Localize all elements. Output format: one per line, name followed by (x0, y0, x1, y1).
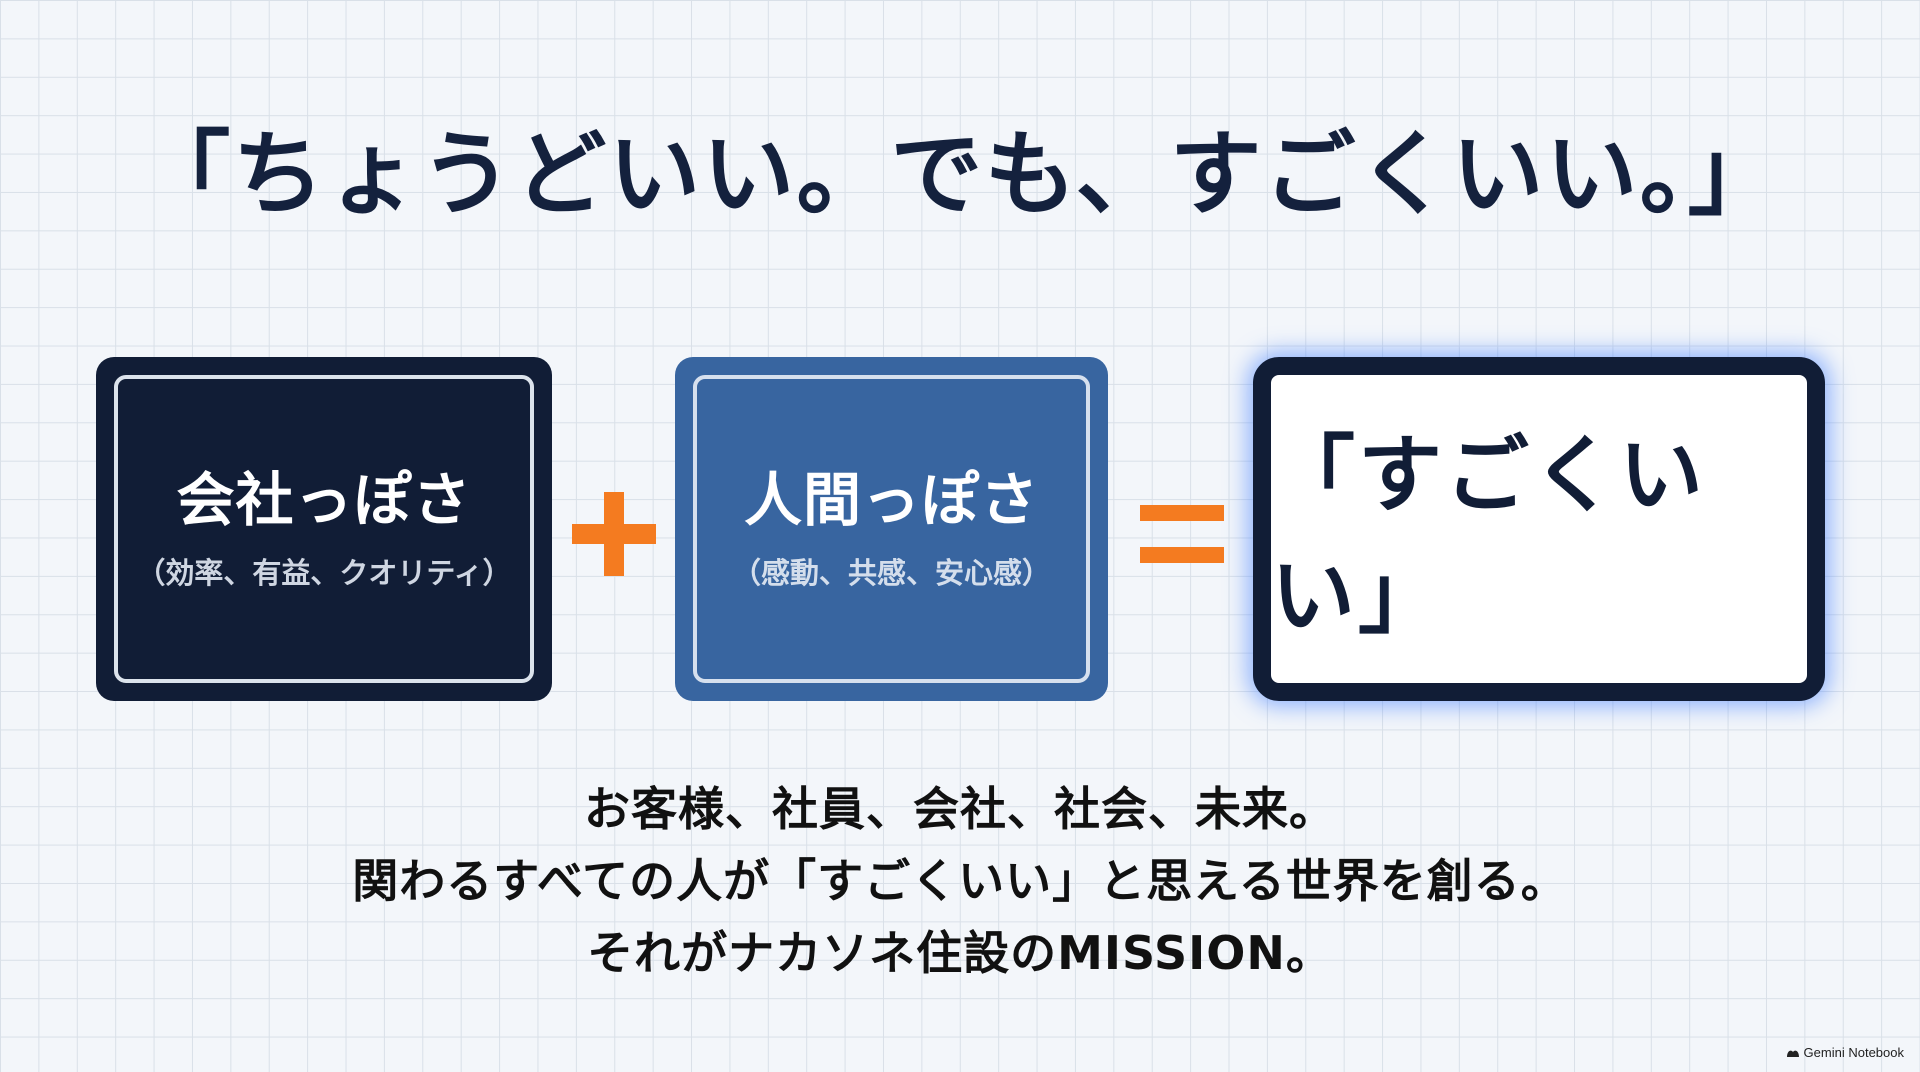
plus-icon (572, 492, 656, 576)
human-ness-title: 人間っぽさ (743, 466, 1039, 535)
result-text: 「すごくいい」 (1271, 426, 1707, 645)
company-ness-box: 会社っぽさ （効率、有益、クオリティ） (96, 357, 552, 701)
mission-line-1: お客様、社員、会社、社会、未来。 (584, 782, 1336, 836)
company-ness-box-frame: 会社っぽさ （効率、有益、クオリティ） (114, 375, 534, 683)
mission-line-3: それがナカソネ住設のMISSION。 (587, 926, 1333, 980)
page-title: 「ちょうどいい。でも、すごくいい。」 (138, 121, 1782, 228)
company-ness-subtitle: （効率、有益、クオリティ） (136, 555, 512, 590)
equals-icon (1140, 505, 1224, 563)
mission-line-2: 関わるすべての人が「すごくいい」と思える世界を創る。 (352, 854, 1568, 908)
human-ness-box: 人間っぽさ （感動、共感、安心感） (675, 357, 1108, 701)
mission-statement: お客様、社員、会社、社会、未来。 関わるすべての人が「すごくいい」と思える世界を… (0, 773, 1920, 989)
brand-watermark: Gemini Notebook (1786, 1045, 1904, 1060)
company-ness-title: 会社っぽさ (176, 466, 472, 535)
human-ness-subtitle: （感動、共感、安心感） (731, 555, 1051, 590)
brand-label: Gemini Notebook (1803, 1045, 1904, 1060)
result-box: 「すごくいい」 (1253, 357, 1825, 701)
notebook-logo-icon (1786, 1050, 1799, 1057)
human-ness-box-frame: 人間っぽさ （感動、共感、安心感） (693, 375, 1090, 683)
